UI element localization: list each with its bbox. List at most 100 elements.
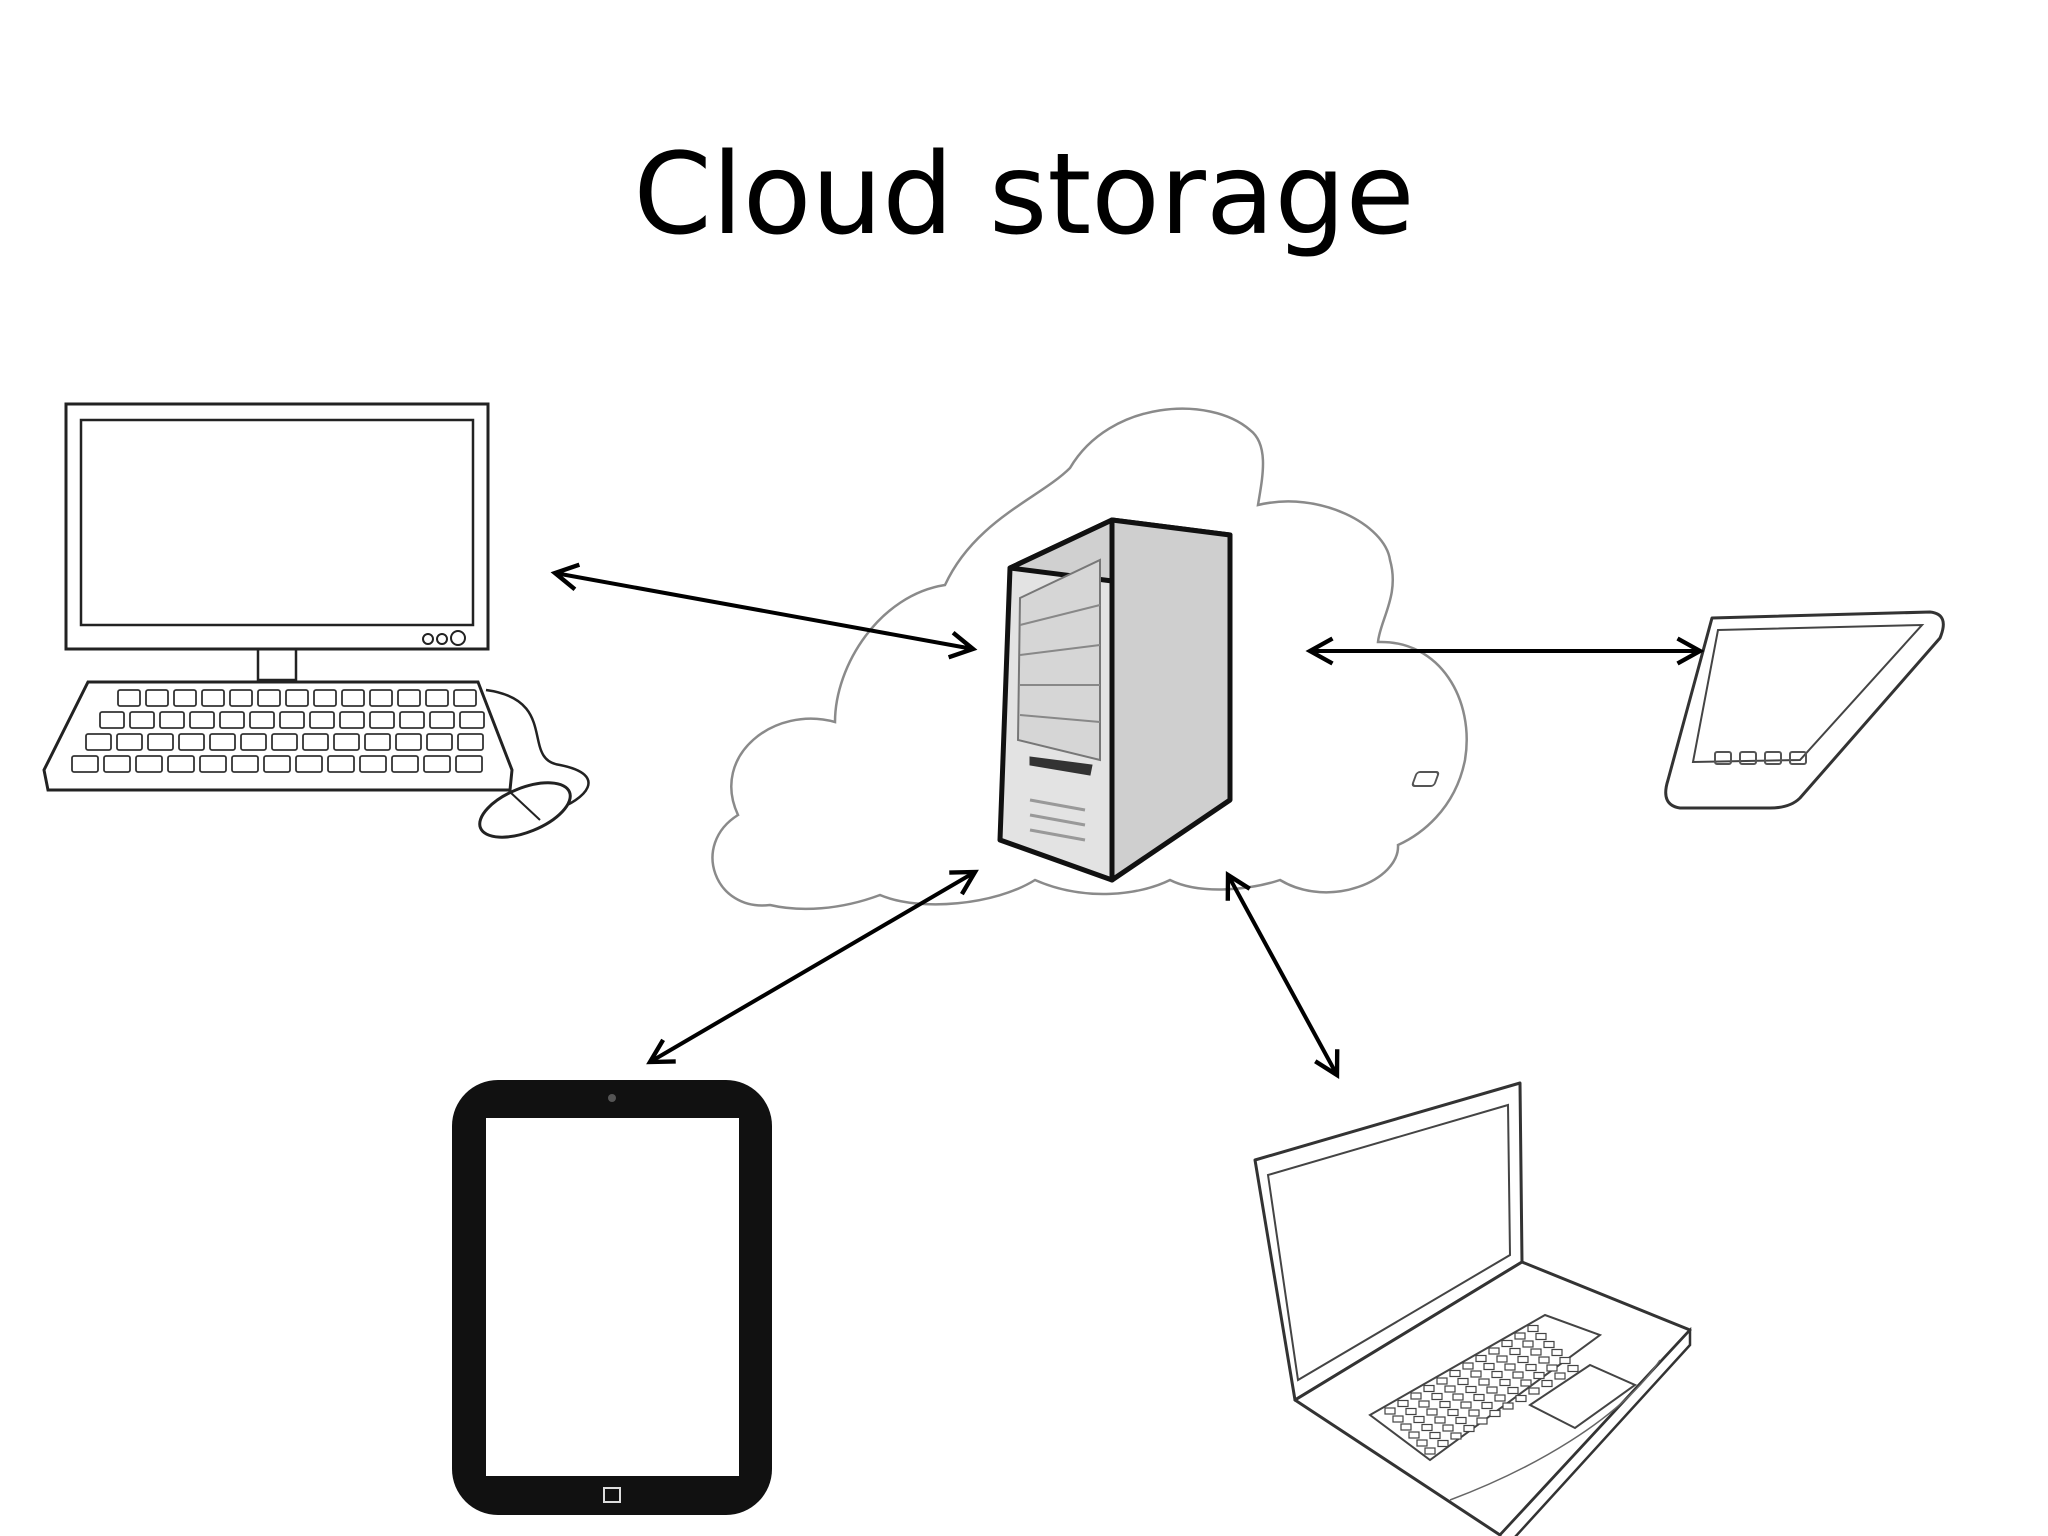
keyboard-key — [99, 711, 125, 729]
laptop-key — [1444, 1385, 1456, 1393]
keyboard-key — [199, 755, 227, 773]
laptop-key — [1478, 1378, 1490, 1386]
keyboard-key — [159, 711, 185, 729]
keyboard-key — [423, 755, 451, 773]
keyboard-key — [364, 733, 391, 751]
keyboard-key — [201, 689, 225, 707]
laptop-key — [1496, 1355, 1508, 1363]
laptop-key — [1413, 1415, 1425, 1424]
laptop-key — [1410, 1392, 1422, 1400]
keyboard-key — [103, 755, 131, 773]
keyboard-key — [145, 689, 169, 707]
keyboard-key — [327, 755, 355, 773]
keyboard-key — [426, 733, 453, 751]
laptop-key — [1449, 1369, 1461, 1378]
laptop-key — [1468, 1409, 1480, 1417]
laptop-key — [1442, 1424, 1454, 1432]
laptop-key — [1533, 1371, 1545, 1380]
laptop-key — [1460, 1401, 1472, 1409]
laptop-key — [1439, 1400, 1451, 1409]
keyboard-key — [229, 689, 253, 707]
keyboard-key — [147, 733, 174, 751]
keyboard-key — [129, 711, 155, 729]
laptop-key — [1384, 1407, 1396, 1415]
laptop-key — [1546, 1364, 1558, 1372]
laptop-key — [1392, 1415, 1404, 1423]
slide-title: Cloud storage — [633, 130, 1415, 260]
keyboard-key — [309, 711, 335, 729]
keyboard-key — [285, 689, 309, 707]
keyboard-key — [178, 733, 205, 751]
laptop-key — [1543, 1340, 1555, 1349]
keyboard-key — [333, 733, 360, 751]
keyboard-key — [117, 689, 141, 707]
keyboard-key — [341, 689, 365, 707]
laptop-key — [1418, 1400, 1430, 1408]
arrow-server-laptop — [1225, 871, 1340, 1079]
keyboard-key — [189, 711, 215, 729]
keyboard-key — [395, 733, 422, 751]
laptop-key — [1431, 1392, 1443, 1401]
laptop-key — [1437, 1439, 1449, 1448]
keyboard-key — [231, 755, 259, 773]
keyboard-key — [359, 755, 387, 773]
keyboard-key — [240, 733, 267, 751]
keyboard-key — [257, 689, 281, 707]
keyboard-key — [339, 711, 365, 729]
laptop-key — [1520, 1379, 1532, 1387]
laptop-key — [1465, 1385, 1477, 1394]
keyboard-key — [85, 733, 112, 751]
keyboard-key — [209, 733, 236, 751]
keyboard-key — [459, 711, 485, 729]
keyboard-key — [429, 711, 455, 729]
laptop-key — [1517, 1355, 1529, 1364]
keyboard-key — [71, 755, 99, 773]
laptop-key — [1475, 1354, 1487, 1363]
keyboard-key — [302, 733, 329, 751]
laptop-key — [1488, 1347, 1500, 1355]
keyboard-key — [271, 733, 298, 751]
laptop-key — [1509, 1347, 1521, 1356]
keyboard-key — [219, 711, 245, 729]
laptop-key — [1397, 1399, 1409, 1408]
cloud-server-hub — [711, 407, 1468, 911]
laptop-key — [1501, 1339, 1513, 1348]
laptop-key — [1421, 1423, 1433, 1432]
laptop-key — [1567, 1364, 1579, 1373]
laptop-key — [1455, 1416, 1467, 1425]
arrow-server-tablet — [646, 869, 979, 1065]
laptop-key — [1507, 1386, 1519, 1395]
laptop-key — [1512, 1371, 1524, 1379]
laptop-key — [1515, 1394, 1527, 1403]
keyboard-key — [249, 711, 275, 729]
laptop-key — [1476, 1417, 1488, 1425]
laptop-key — [1491, 1370, 1503, 1379]
keyboard-key — [369, 689, 393, 707]
laptop-key — [1489, 1409, 1501, 1418]
laptop-key — [1405, 1407, 1417, 1416]
laptop-key — [1525, 1363, 1537, 1372]
laptop-key — [1486, 1386, 1498, 1394]
laptop-key — [1434, 1416, 1446, 1424]
keyboard-keys — [71, 689, 485, 773]
desktop-computer-icon — [42, 402, 590, 839]
server-tower-icon — [997, 517, 1233, 883]
laptop-key — [1499, 1378, 1511, 1387]
laptop-key — [1457, 1377, 1469, 1386]
laptop-key — [1541, 1379, 1553, 1388]
laptop-key — [1514, 1332, 1526, 1340]
keyboard-key — [279, 711, 305, 729]
laptop-key — [1494, 1394, 1506, 1402]
laptop-key — [1504, 1363, 1516, 1371]
keyboard-key — [425, 689, 449, 707]
keyboard-key — [135, 755, 163, 773]
keyboard-key — [263, 755, 291, 773]
smartphone-icon — [1411, 610, 1945, 810]
laptop-key — [1535, 1332, 1547, 1341]
laptop-key — [1473, 1393, 1485, 1402]
laptop-key — [1522, 1340, 1534, 1348]
keyboard-key — [173, 689, 197, 707]
laptop-key — [1554, 1372, 1566, 1380]
